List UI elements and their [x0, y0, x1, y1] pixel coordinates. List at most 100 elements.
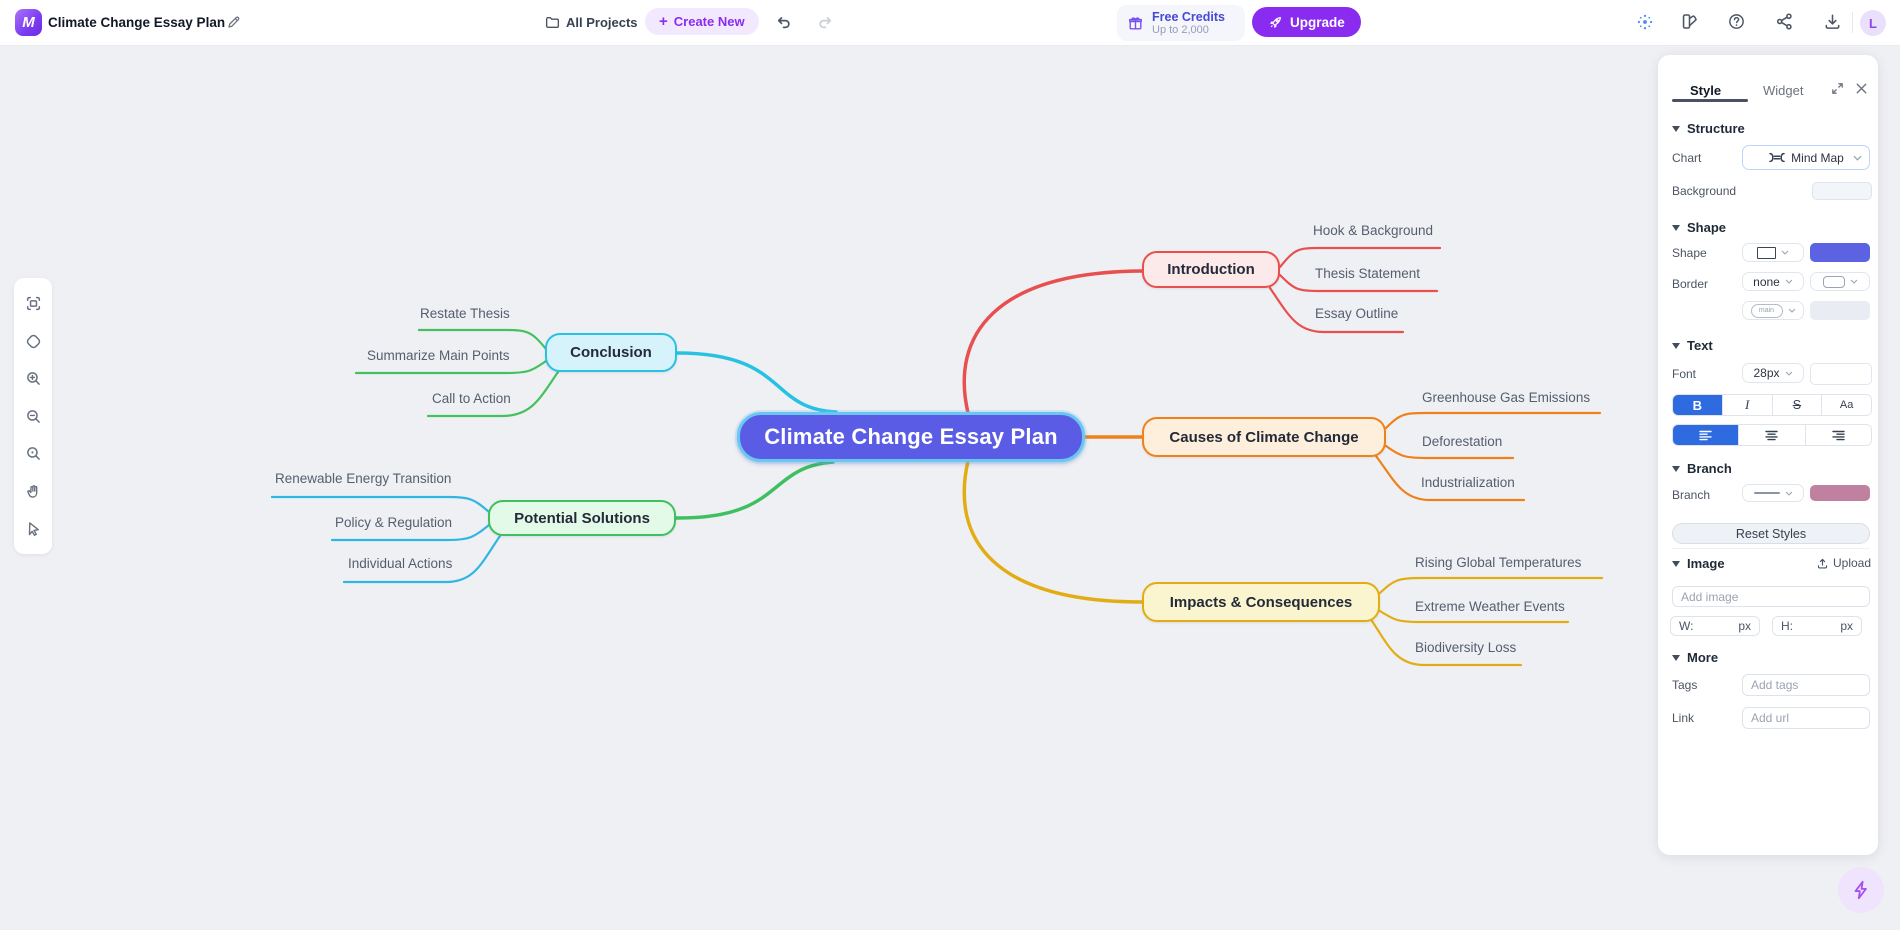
leaf-hook-background[interactable]: Hook & Background — [1313, 223, 1434, 238]
section-text[interactable]: Text — [1672, 338, 1713, 353]
align-right-button[interactable] — [1804, 425, 1871, 445]
branch-color-swatch[interactable] — [1810, 485, 1870, 501]
image-height-field[interactable]: H: px — [1772, 616, 1862, 636]
undo-icon[interactable] — [774, 13, 792, 31]
background-label: Background — [1672, 184, 1737, 198]
font-size-dropdown[interactable]: 28px — [1742, 363, 1804, 383]
font-label: Font — [1672, 367, 1697, 381]
credits-amount: Up to 2,000 — [1152, 23, 1209, 36]
upload-icon — [1816, 557, 1829, 570]
app-logo[interactable]: M — [15, 9, 42, 36]
leaf-policy-regulation[interactable]: Policy & Regulation — [335, 515, 453, 530]
bold-button[interactable]: B — [1673, 395, 1722, 415]
pan-hand-icon[interactable] — [21, 479, 45, 503]
leaf-biodiversity-loss[interactable]: Biodiversity Loss — [1415, 640, 1517, 655]
link-input[interactable] — [1742, 707, 1870, 729]
scope-color-swatch[interactable] — [1810, 301, 1870, 320]
text-format-group: B I S Aa — [1672, 394, 1872, 416]
upload-image-button[interactable]: Upload — [1816, 556, 1871, 570]
edge-center-conclusion — [675, 351, 838, 414]
shape-fill-color-swatch[interactable] — [1810, 243, 1870, 262]
edit-title-pencil-icon[interactable] — [226, 14, 242, 30]
image-width-field[interactable]: W: px — [1670, 616, 1760, 636]
ai-assistant-fab[interactable] — [1838, 867, 1884, 913]
style-panel: Style Widget Structure Chart Mind Map Ba… — [1658, 55, 1878, 855]
all-projects-link[interactable]: All Projects — [566, 15, 638, 30]
shape-style-dropdown[interactable] — [1742, 243, 1804, 262]
share-icon[interactable] — [1775, 12, 1794, 31]
active-tab-underline — [1672, 99, 1748, 102]
zoom-out-icon[interactable] — [21, 404, 45, 428]
section-structure[interactable]: Structure — [1672, 121, 1745, 136]
border-style-dropdown[interactable]: none — [1742, 272, 1804, 291]
background-color-swatch[interactable] — [1812, 182, 1872, 200]
reset-styles-button[interactable]: Reset Styles — [1672, 523, 1870, 544]
leaf-extreme-weather[interactable]: Extreme Weather Events — [1415, 599, 1565, 614]
upgrade-button[interactable]: Upgrade — [1252, 7, 1361, 37]
line-style-icon — [1753, 492, 1780, 494]
shape-label: Shape — [1672, 246, 1707, 260]
leaf-individual-actions[interactable]: Individual Actions — [348, 556, 453, 571]
node-introduction[interactable]: Introduction — [1142, 251, 1280, 288]
section-image[interactable]: Image — [1672, 556, 1725, 571]
width-label: W: — [1679, 619, 1694, 633]
user-avatar[interactable]: L — [1860, 10, 1886, 36]
node-central-topic[interactable]: Climate Change Essay Plan — [737, 412, 1085, 462]
tab-widget[interactable]: Widget — [1763, 83, 1804, 98]
select-cursor-icon[interactable] — [21, 517, 45, 541]
node-causes[interactable]: Causes of Climate Change — [1142, 417, 1386, 457]
node-impacts[interactable]: Impacts & Consequences — [1142, 582, 1380, 622]
chevron-down-icon — [1788, 308, 1796, 313]
section-more[interactable]: More — [1672, 650, 1718, 665]
leaf-deforestation[interactable]: Deforestation — [1422, 434, 1503, 449]
leaf-essay-outline[interactable]: Essay Outline — [1315, 306, 1399, 321]
tab-style[interactable]: Style — [1690, 83, 1722, 98]
italic-button[interactable]: I — [1721, 395, 1772, 415]
tags-input[interactable] — [1742, 674, 1870, 696]
fit-view-icon[interactable] — [21, 292, 45, 316]
leaf-call-to-action[interactable]: Call to Action — [432, 391, 511, 406]
ai-sparkle-icon[interactable] — [1636, 13, 1654, 31]
branch-scope-dropdown[interactable]: main — [1742, 301, 1804, 320]
leaf-thesis-statement[interactable]: Thesis Statement — [1315, 266, 1421, 281]
link-label: Link — [1672, 711, 1695, 725]
add-image-input[interactable] — [1672, 586, 1870, 607]
leaf-rising-temperatures[interactable]: Rising Global Temperatures — [1415, 555, 1582, 570]
branch-line-style-dropdown[interactable] — [1742, 484, 1804, 502]
section-shape[interactable]: Shape — [1672, 220, 1726, 235]
theme-swatch-icon[interactable] — [1680, 12, 1699, 31]
node-solutions[interactable]: Potential Solutions — [488, 500, 676, 536]
close-panel-icon[interactable] — [1854, 81, 1869, 96]
create-new-button[interactable]: + Create New — [645, 8, 759, 35]
border-label: Border — [1672, 277, 1709, 291]
download-icon[interactable] — [1823, 12, 1842, 31]
free-credits-label: Free Credits — [1152, 9, 1225, 24]
leaf-renewable-energy[interactable]: Renewable Energy Transition — [275, 471, 452, 486]
top-bar: M Climate Change Essay Plan All Projects… — [0, 0, 1900, 46]
zoom-reset-icon[interactable] — [21, 442, 45, 466]
px-unit: px — [1738, 619, 1751, 633]
align-left-button[interactable] — [1673, 425, 1739, 445]
node-conclusion[interactable]: Conclusion — [545, 333, 677, 372]
redo-icon[interactable] — [817, 13, 835, 31]
align-center-button[interactable] — [1738, 425, 1805, 445]
chart-type-dropdown[interactable]: Mind Map — [1742, 145, 1870, 170]
border-color-dropdown[interactable] — [1810, 272, 1870, 291]
leaf-industrialization[interactable]: Industrialization — [1421, 475, 1515, 490]
free-credits-chip[interactable]: Free Credits Up to 2,000 — [1117, 5, 1245, 41]
chevron-down-icon — [1850, 279, 1858, 284]
zoom-in-icon[interactable] — [21, 367, 45, 391]
locate-icon[interactable] — [21, 329, 45, 353]
strikethrough-button[interactable]: S — [1771, 395, 1822, 415]
font-color-swatch[interactable] — [1810, 363, 1872, 385]
leaf-restate-thesis[interactable]: Restate Thesis — [420, 306, 510, 321]
chevron-down-icon — [1785, 491, 1793, 496]
help-icon[interactable] — [1727, 12, 1746, 31]
expand-panel-icon[interactable] — [1830, 81, 1845, 96]
leaf-summarize-points[interactable]: Summarize Main Points — [367, 348, 510, 363]
section-branch[interactable]: Branch — [1672, 461, 1732, 476]
text-case-button[interactable]: Aa — [1821, 395, 1871, 415]
leaf-greenhouse-gas[interactable]: Greenhouse Gas Emissions — [1422, 390, 1591, 405]
